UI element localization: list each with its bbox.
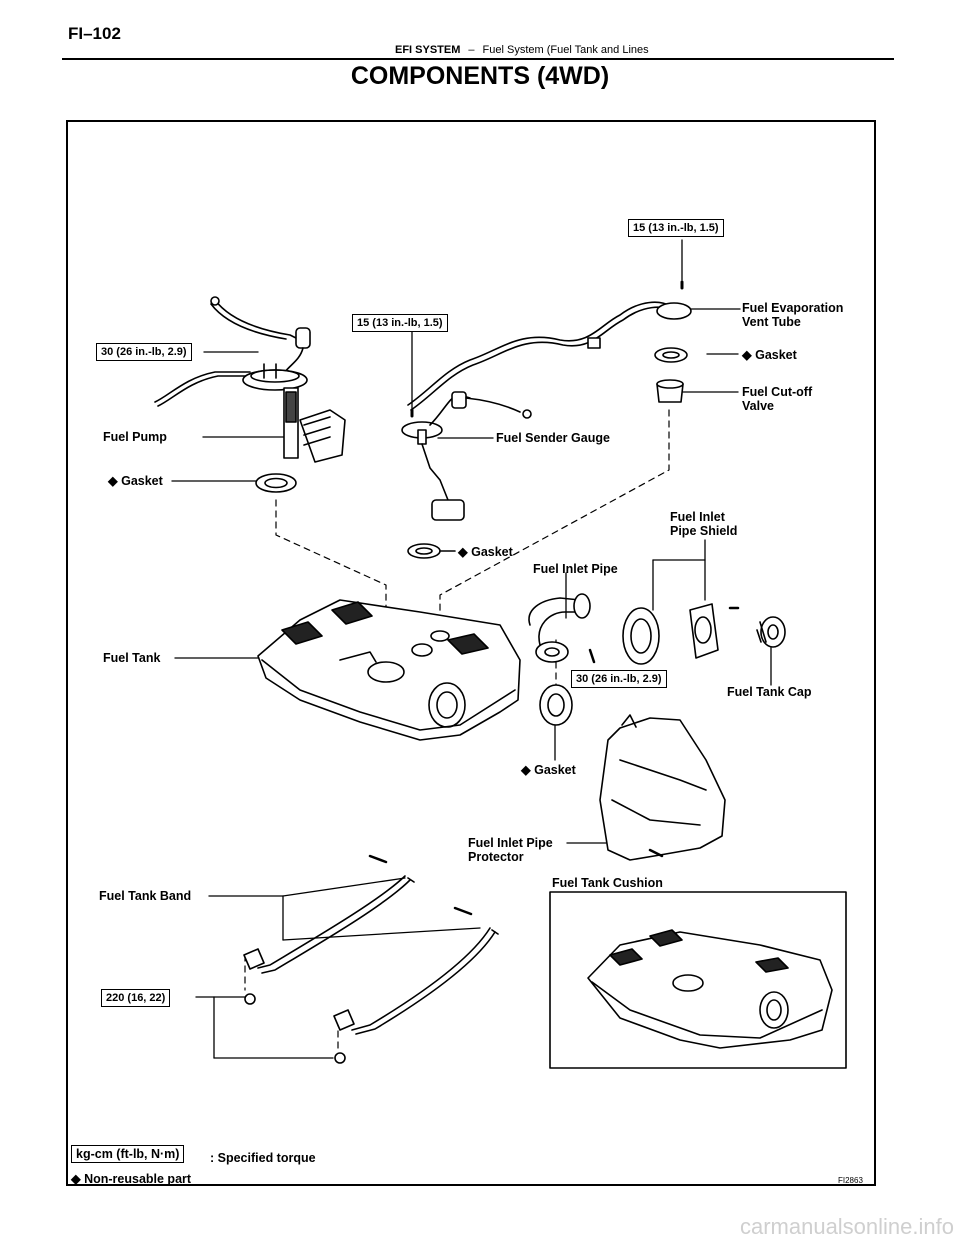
label-fuel-tank: Fuel Tank (103, 651, 161, 665)
label-gasket-sender: Gasket (458, 545, 513, 559)
label-fuel-tank-band: Fuel Tank Band (99, 889, 192, 903)
label-line: Fuel Inlet (670, 510, 725, 524)
label-fuel-tank-cap: Fuel Tank Cap (727, 685, 812, 699)
torque-vent-bolt: 15 (13 in.-lb, 1.5) (628, 219, 724, 237)
header-rule (62, 58, 894, 60)
label-fuel-inlet-pipe: Fuel Inlet Pipe (533, 562, 618, 576)
torque-pump-bolt: 30 (26 in.-lb, 2.9) (96, 343, 192, 361)
legend-nonreusable: ◆ Non-reusable part (71, 1172, 192, 1186)
pump-gasket-drawing (255, 473, 297, 493)
fuel-tank-bands-drawing (243, 854, 499, 1064)
legend-torque-unit-box: kg-cm (ft-lb, N·m) (71, 1145, 185, 1163)
leader-lines (171, 239, 772, 1059)
torque-sender-bolt: 15 (13 in.-lb, 1.5) (352, 314, 448, 332)
cutoff-valve-drawing (656, 379, 684, 403)
label-fuel-sender-gauge: Fuel Sender Gauge (496, 431, 610, 445)
label-line: Fuel Inlet Pipe (468, 836, 553, 850)
torque-inlet-bolt: 30 (26 in.-lb, 2.9) (571, 670, 667, 688)
fuel-inlet-pipe-drawing (528, 593, 596, 664)
label-line: Valve (742, 399, 774, 413)
label-line: Pipe Shield (670, 524, 738, 538)
label-gasket-vent: Gasket (742, 348, 797, 362)
label-gasket-inlet: Gasket (521, 763, 576, 777)
fuel-tank-drawing (257, 599, 521, 741)
header-section: Fuel System (Fuel Tank and Lines (482, 44, 649, 56)
label-gasket-pump: Gasket (108, 474, 163, 488)
fuel-tank-cushion-inset (549, 891, 847, 1069)
page-title: COMPONENTS (4WD) (350, 62, 610, 90)
label-line: Fuel Cut-off (742, 385, 813, 399)
label-line: Vent Tube (742, 315, 801, 329)
vent-gasket-drawing (654, 347, 688, 363)
watermark: carmanualsonline.info (739, 1214, 954, 1239)
label-line: Fuel Evaporation (742, 301, 844, 315)
torque-band-bolt: 220 (16, 22) (101, 989, 171, 1007)
inlet-pipe-protector-drawing (599, 714, 726, 861)
figure-code: FI2863 (838, 1176, 863, 1185)
diagram-frame (66, 120, 876, 1186)
label-fuel-inlet-pipe-shield: Fuel Inlet Pipe Shield (670, 510, 737, 538)
fuel-pump-drawing (154, 296, 346, 463)
fuel-sender-gauge-drawing (401, 391, 532, 521)
running-header: EFI SYSTEM–Fuel System (Fuel Tank and Li… (395, 44, 649, 56)
label-fuel-cutoff-valve: Fuel Cut-off Valve (742, 385, 812, 413)
header-system: EFI SYSTEM (395, 44, 461, 56)
inlet-gasket-drawing (539, 684, 573, 726)
fuel-tank-cap-drawing (756, 616, 786, 648)
legend-torque-text: : Specified torque (210, 1151, 316, 1165)
label-line: Protector (468, 850, 524, 864)
label-fuel-inlet-pipe-protector: Fuel Inlet Pipe Protector (468, 836, 553, 864)
label-fuel-tank-cushion: Fuel Tank Cushion (552, 876, 663, 890)
vent-tube-drawing (407, 280, 692, 411)
inlet-pipe-shield-drawing (622, 603, 740, 665)
label-fuel-evaporation-vent-tube: Fuel Evaporation Vent Tube (742, 301, 843, 329)
header-dash: – (468, 44, 475, 56)
label-fuel-pump: Fuel Pump (103, 430, 167, 444)
sender-gasket-drawing (407, 543, 456, 559)
page-number: FI–102 (68, 24, 121, 43)
